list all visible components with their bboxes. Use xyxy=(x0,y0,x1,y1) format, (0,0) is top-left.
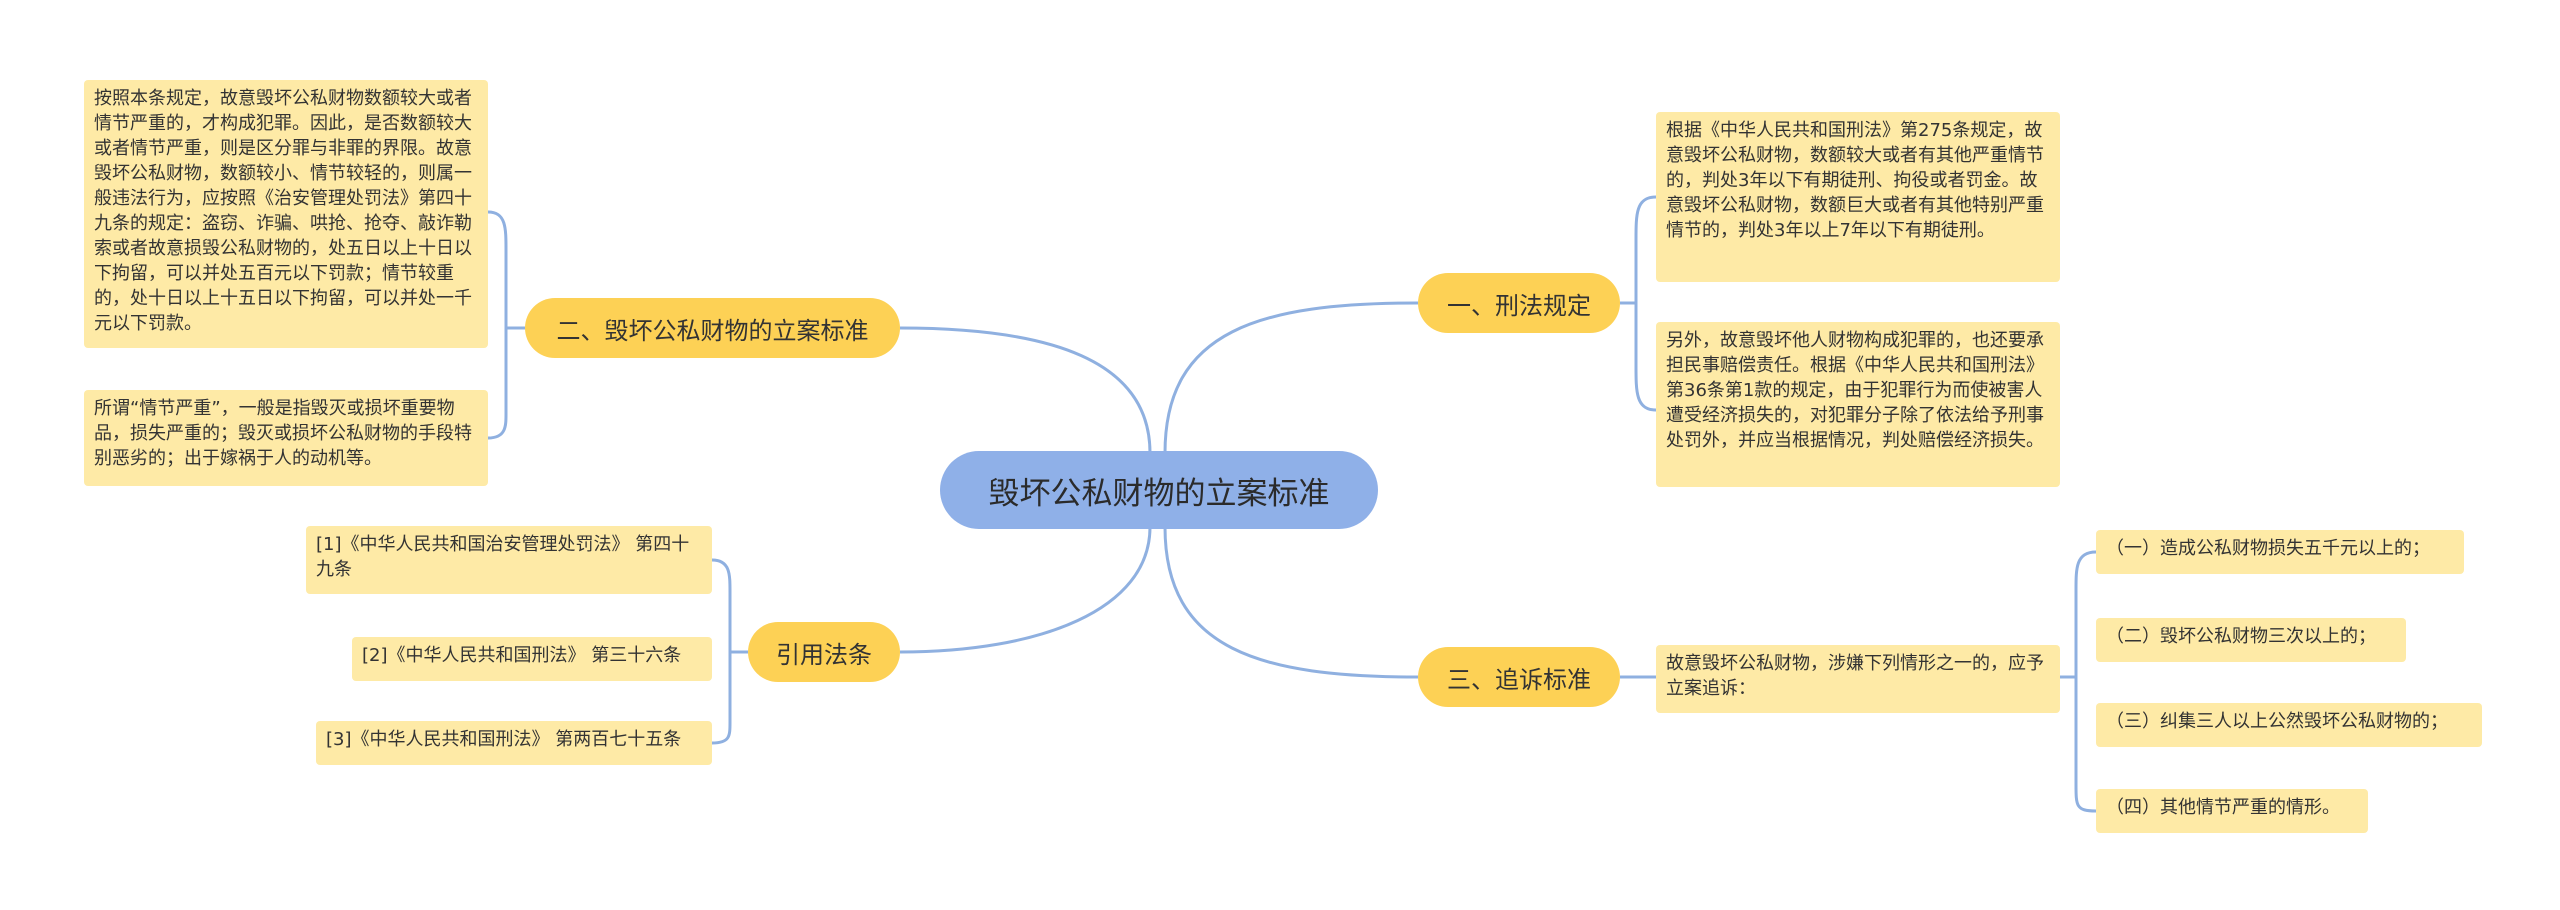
connector-prosecution-items xyxy=(2060,550,2097,813)
prosecution-item-4[interactable]: （四）其他情节严重的情形。 xyxy=(2096,789,2368,833)
branch-citations[interactable]: 引用法条 xyxy=(748,622,900,682)
criminal-law-article-275-note[interactable]: 根据《中华人民共和国刑法》第275条规定，故意毁坏公私财物，数额较大或者有其他严… xyxy=(1656,112,2060,282)
citation-2[interactable]: [2]《中华人民共和国刑法》 第三十六条 xyxy=(352,637,712,681)
connector-root-filing-standard xyxy=(899,326,1152,454)
connector-criminal-law-leaves xyxy=(1620,195,1657,412)
citation-1[interactable]: [1]《中华人民共和国治安管理处罚法》 第四十九条 xyxy=(306,526,712,594)
civil-compensation-note[interactable]: 另外，故意毁坏他人财物构成犯罪的，也还要承担民事赔偿责任。根据《中华人民共和国刑… xyxy=(1656,322,2060,487)
connector-citations-items xyxy=(711,558,748,745)
serious-circumstances-definition[interactable]: 所谓“情节严重”，一般是指毁灭或损坏重要物品，损失严重的；毁灭或损坏公私财物的手… xyxy=(84,390,488,486)
prosecution-item-1[interactable]: （一）造成公私财物损失五千元以上的； xyxy=(2096,530,2464,574)
branch-criminal-law[interactable]: 一、刑法规定 xyxy=(1418,273,1620,333)
connector-root-criminal-law xyxy=(1163,301,1419,454)
branch-prosecution[interactable]: 三、追诉标准 xyxy=(1418,647,1620,707)
citation-3[interactable]: [3]《中华人民共和国刑法》 第两百七十五条 xyxy=(316,721,712,765)
connector-root-prosecution xyxy=(1163,526,1419,679)
branch-filing-standard[interactable]: 二、毁坏公私财物的立案标准 xyxy=(525,298,900,358)
connector-root-citations xyxy=(899,526,1152,654)
prosecution-item-3[interactable]: （三）纠集三人以上公然毁坏公私财物的； xyxy=(2096,703,2482,747)
prosecution-item-2[interactable]: （二）毁坏公私财物三次以上的； xyxy=(2096,618,2406,662)
filing-standard-explanation[interactable]: 按照本条规定，故意毁坏公私财物数额较大或者情节严重的，才构成犯罪。因此，是否数额… xyxy=(84,80,488,348)
central-topic[interactable]: 毁坏公私财物的立案标准 xyxy=(940,451,1378,529)
connector-filing-standard-leaves xyxy=(487,210,525,440)
prosecution-criteria-intro[interactable]: 故意毁坏公私财物，涉嫌下列情形之一的，应予立案追诉： xyxy=(1656,645,2060,713)
